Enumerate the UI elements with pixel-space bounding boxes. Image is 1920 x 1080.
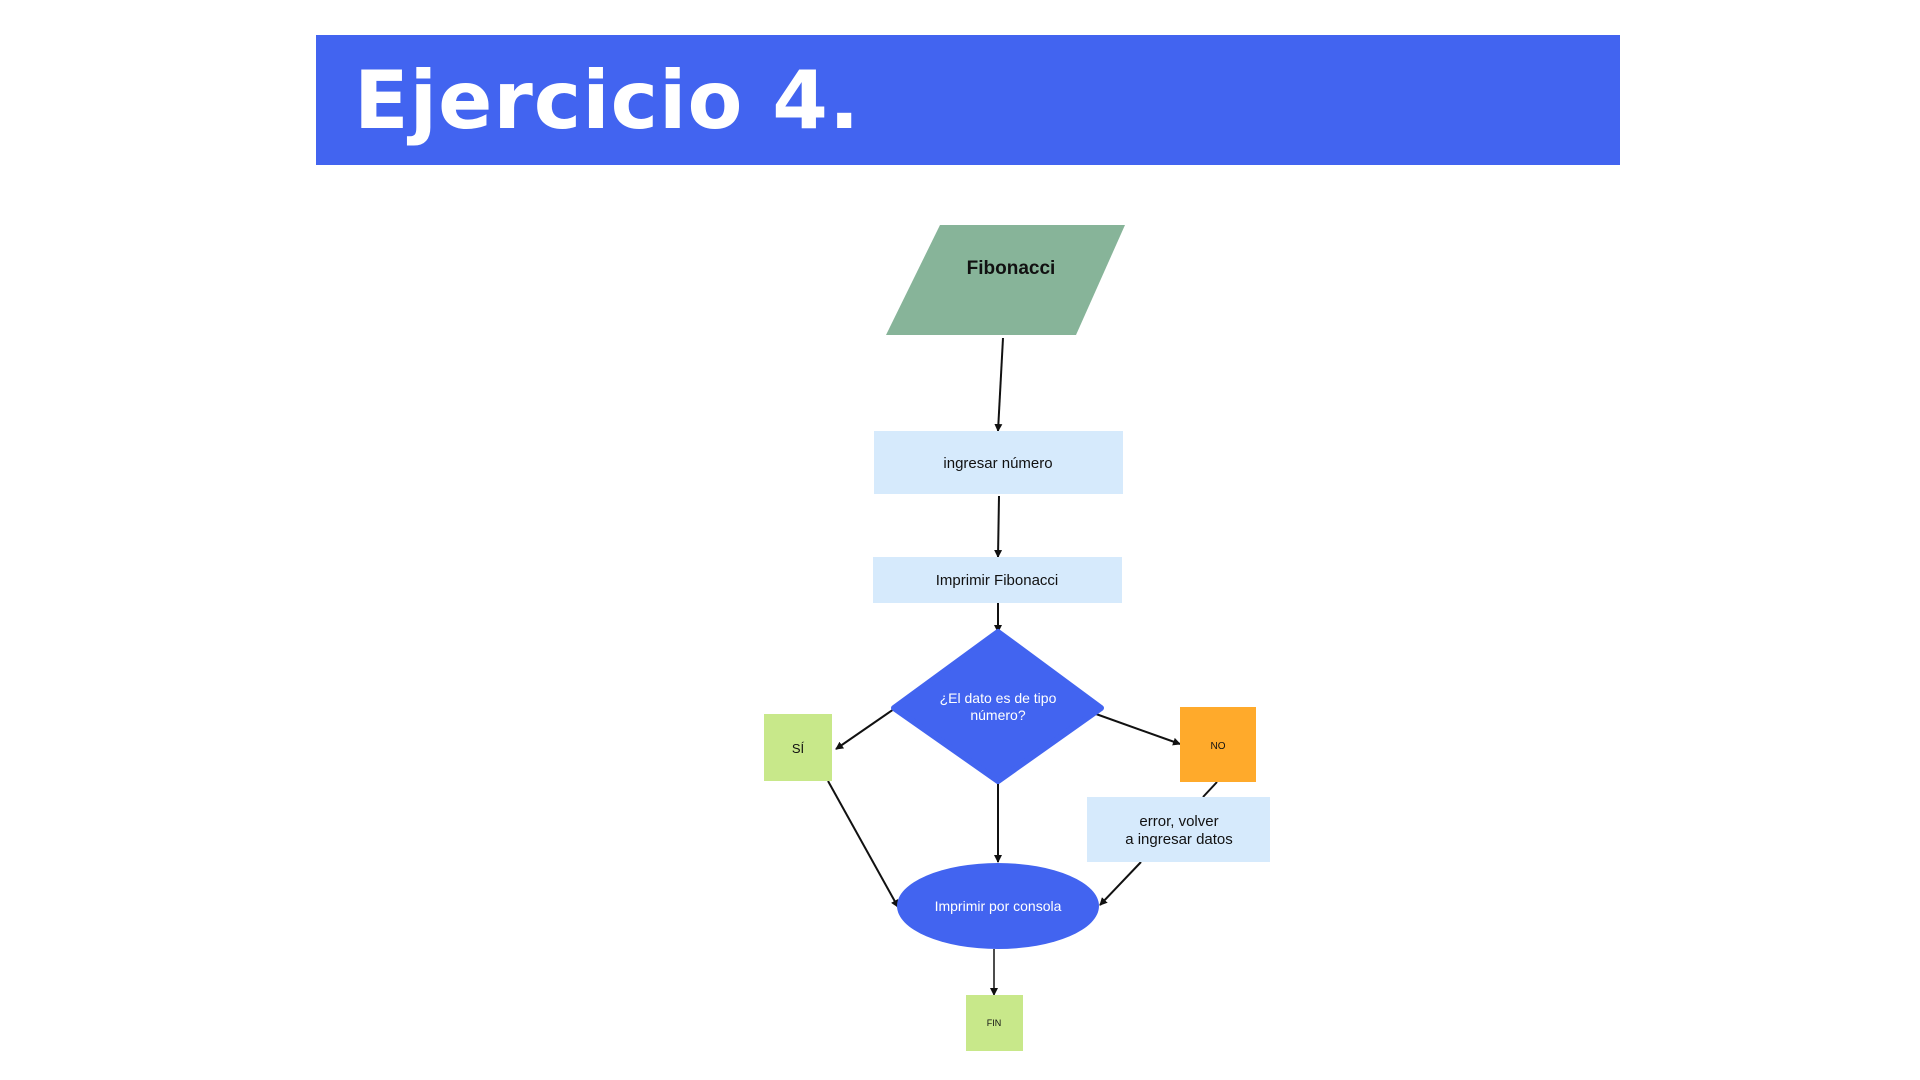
yes-box: [764, 714, 832, 781]
decision-diamond: [891, 629, 1104, 784]
input-node: ingresar número: [874, 431, 1123, 494]
no-box: [1180, 707, 1256, 782]
no-node: NO: [1180, 707, 1256, 782]
connectors: [827, 337, 1218, 996]
yes-label: SÍ: [792, 741, 805, 756]
print-fibonacci-box: [873, 557, 1122, 603]
print-fibonacci-label: Imprimir Fibonacci: [936, 572, 1059, 589]
input-label: ingresar número: [943, 455, 1052, 472]
page-title: Ejercicio 4.: [354, 54, 861, 147]
output-node: Imprimir por consola: [897, 863, 1099, 949]
error-label-line2: a ingresar datos: [1125, 831, 1233, 848]
output-label: Imprimir por consola: [935, 898, 1062, 914]
arrow-start-to-input: [994, 337, 1004, 432]
decision-node: ¿El dato es de tipo número?: [891, 629, 1104, 784]
arrow-error-to-output: [1099, 861, 1142, 906]
arrow-decision-to-no: [1095, 713, 1181, 746]
connector-no-to-error: [1202, 781, 1218, 798]
error-node: error, volver a ingresar datos: [1087, 797, 1270, 862]
error-box: [1087, 797, 1270, 862]
output-ellipse: [897, 863, 1099, 949]
end-box: [966, 995, 1023, 1051]
arrow-input-to-print: [994, 495, 1003, 558]
arrow-yes-to-output: [827, 780, 899, 908]
yes-node: SÍ: [764, 714, 832, 781]
title-banner: Ejercicio 4.: [316, 35, 1620, 165]
end-label: FIN: [987, 1018, 1002, 1028]
input-box: [874, 431, 1123, 494]
decision-label-line2: número?: [970, 707, 1025, 723]
print-fibonacci-node: Imprimir Fibonacci: [873, 557, 1122, 603]
decision-label-line1: ¿El dato es de tipo: [940, 690, 1057, 706]
start-label: Fibonacci: [967, 258, 1056, 279]
start-node: Fibonacci: [886, 225, 1125, 335]
end-node: FIN: [966, 995, 1023, 1051]
arrow-decision-to-yes: [835, 708, 895, 750]
start-parallelogram: [886, 225, 1125, 335]
no-label: NO: [1211, 741, 1226, 752]
error-label-line1: error, volver: [1139, 813, 1218, 830]
